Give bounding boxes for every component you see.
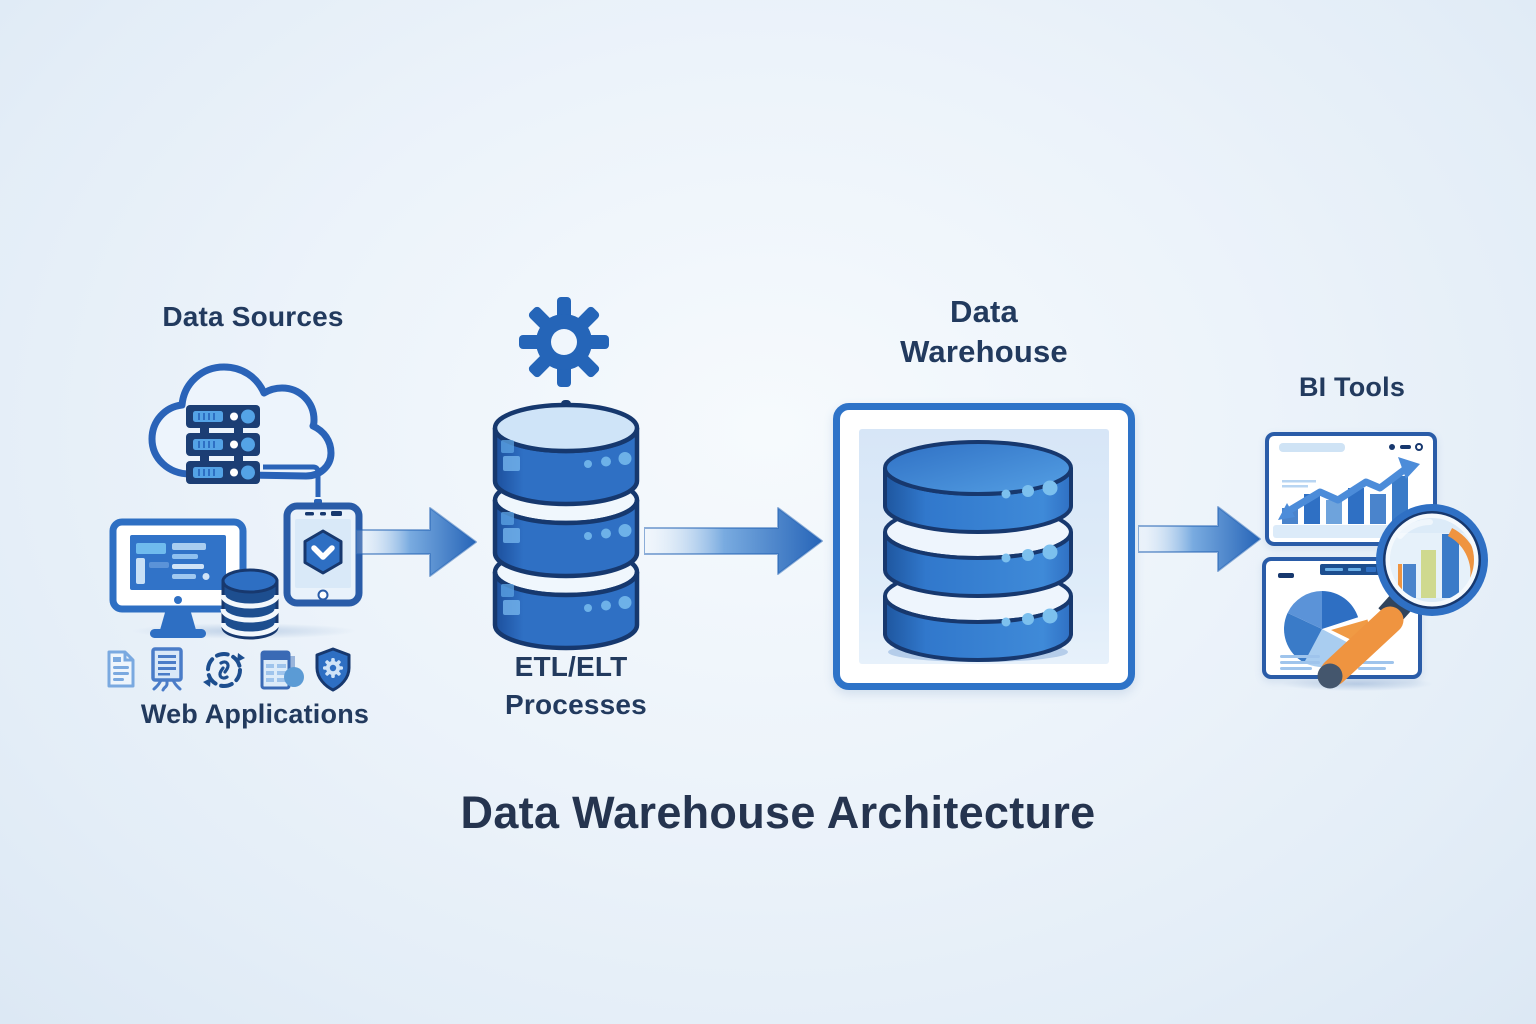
card-line (1280, 655, 1320, 658)
diagram-title: Data Warehouse Architecture (460, 787, 1096, 838)
card-line (1280, 661, 1320, 664)
web-applications-label: Web Applications (140, 699, 370, 729)
bi-shadow (1252, 674, 1462, 694)
data-sources-label: Data Sources (162, 301, 344, 332)
etl-label-line2: Processes (505, 689, 647, 720)
mobile-shield-icon (283, 502, 363, 607)
shield-gear-icon (315, 647, 351, 692)
flow-arrow-2 (644, 507, 823, 575)
bar-chart-window-icon (1265, 432, 1437, 546)
bi-tools-label: BI Tools (1298, 372, 1406, 402)
warehouse-label-line1: Data (950, 294, 1018, 329)
warehouse-label-line2: Warehouse (900, 334, 1068, 370)
flow-arrow-1 (356, 507, 477, 577)
card-line (1280, 667, 1312, 670)
document-icon (107, 650, 135, 688)
card-line (1358, 661, 1394, 664)
etl-database-stack-icon (492, 400, 640, 651)
flow-arrow-3 (1138, 506, 1261, 572)
window-control-dash (1400, 445, 1411, 449)
presentation-icon (151, 647, 183, 692)
window-control-dot-1 (1389, 444, 1395, 450)
cloud-server-icon (148, 363, 335, 484)
data-warehouse-box (833, 403, 1135, 690)
magnifier-icon (1317, 504, 1488, 689)
spreadsheet-icon (260, 650, 304, 690)
desktop-monitor-icon (109, 518, 247, 638)
warehouse-label: Data Warehouse (833, 292, 1135, 373)
sync-icon (203, 652, 245, 688)
warehouse-database-stack-icon (883, 440, 1073, 662)
trend-bar-chart (1278, 457, 1420, 524)
etl-label-line1: ETL/ELT (514, 651, 628, 682)
address-bar (1279, 443, 1345, 452)
card-line (1358, 667, 1386, 670)
card-dash (1278, 573, 1294, 578)
server-rack (186, 405, 260, 484)
gear-icon (519, 297, 609, 387)
database-icon (220, 568, 280, 640)
mini-toolbar (1320, 564, 1392, 575)
window-control-dot-2 (1415, 443, 1423, 451)
